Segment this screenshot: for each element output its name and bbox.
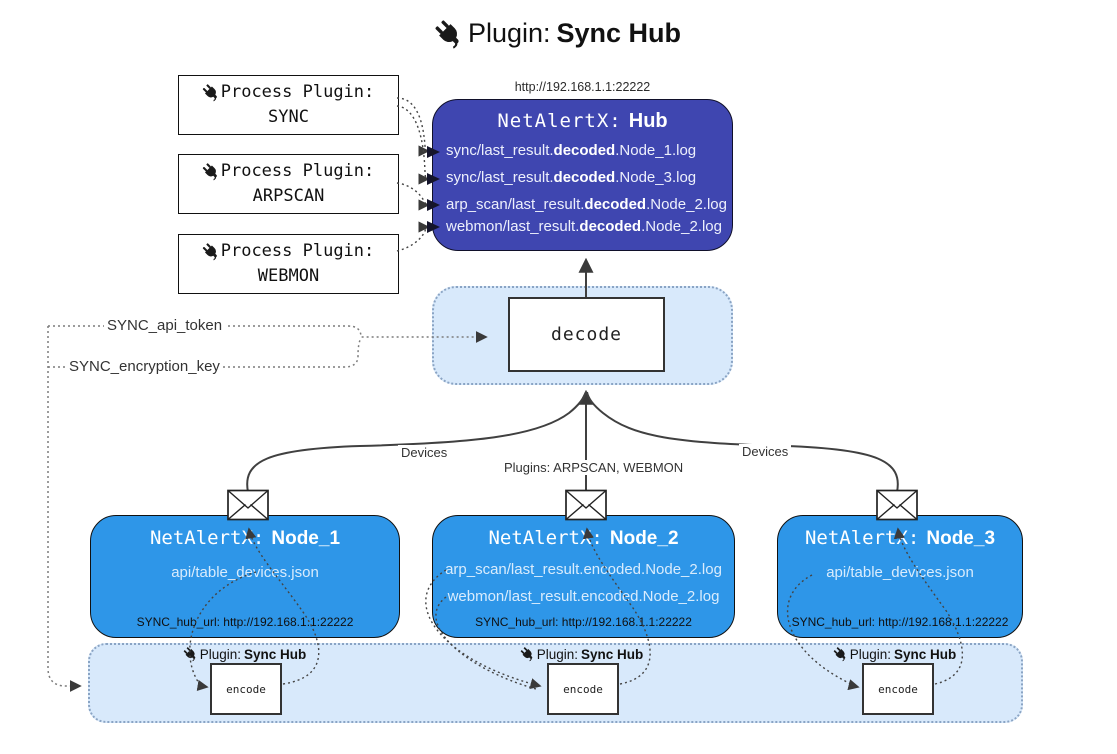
- edge-sync-plugin-to-log2: [396, 105, 430, 185]
- hub-url-label: http://192.168.1.1:22222: [514, 80, 651, 94]
- edge-node3-to-decode: [586, 391, 899, 493]
- process-plugin-arpscan: Process Plugin: ARPSCAN: [178, 154, 399, 214]
- process-plugin-name: ARPSCAN: [252, 186, 325, 206]
- node-3-hub-url: SYNC_hub_url: http://192.168.1.1:22222: [791, 615, 1009, 629]
- process-plugin-title: Process Plugin:: [220, 82, 375, 102]
- process-plugin-name: WEBMON: [257, 266, 320, 286]
- edge-sync-plugin-to-log1: [396, 97, 430, 157]
- hub-log-line: webmon/last_result.decoded.Node_2.log: [446, 218, 722, 235]
- process-plugin-title: Process Plugin:: [220, 161, 375, 181]
- encode-box-3: encode: [862, 663, 934, 715]
- node-1-hub-url: SYNC_hub_url: http://192.168.1.1:22222: [136, 615, 354, 629]
- page-title-prefix: Plugin:: [467, 18, 551, 48]
- decode-box: decode: [508, 297, 665, 372]
- node-3-file: api/table_devices.json: [826, 564, 974, 581]
- edge-arpscan-plugin-to-log3: [396, 182, 430, 211]
- encode-box-2: encode: [547, 663, 619, 715]
- plug-icon: [430, 14, 468, 52]
- encode-plugin-label: Plugin:Sync Hub: [185, 645, 306, 663]
- node-3-title: NetAlertX:Node_3: [804, 527, 996, 549]
- hub-log-line: sync/last_result.decoded.Node_3.log: [446, 169, 697, 186]
- edge-label-devices-left: Devices: [398, 445, 451, 460]
- encode-plugin-label: Plugin:Sync Hub: [522, 645, 643, 663]
- hub-log-line: arp_scan/last_result.decoded.Node_2.log: [446, 196, 727, 213]
- hub-log-line: sync/last_result.decoded.Node_1.log: [446, 142, 697, 159]
- plug-icon: [199, 81, 222, 104]
- plug-icon: [199, 240, 222, 263]
- node-2-hub-url: SYNC_hub_url: http://192.168.1.1:22222: [475, 615, 692, 629]
- hub-box: [432, 99, 733, 251]
- node-2-file: arp_scan/last_result.encoded.Node_2.log: [445, 561, 722, 578]
- node-1-file: api/table_devices.json: [171, 564, 319, 581]
- process-plugin-title: Process Plugin:: [220, 241, 375, 261]
- edge-secrets-to-encode-panel: [47, 326, 82, 692]
- page-title: Plugin: Sync Hub: [0, 18, 1117, 49]
- api-token-label: SYNC_api_token: [104, 317, 226, 334]
- edge-node1-to-decode: [246, 391, 587, 493]
- edge-label-devices-right: Devices: [739, 444, 792, 459]
- encode-box-1: encode: [210, 663, 282, 715]
- node-1-title: NetAlertX:Node_1: [149, 527, 341, 549]
- plug-icon: [199, 160, 222, 183]
- page-title-name: Sync Hub: [556, 18, 682, 48]
- encryption-key-label: SYNC_encryption_key: [66, 358, 223, 375]
- edge-webmon-plugin-to-log4: [396, 221, 430, 252]
- node-2-title: NetAlertX:Node_2: [488, 527, 679, 549]
- process-plugin-name: SYNC: [268, 107, 309, 127]
- process-plugin-webmon: Process Plugin: WEBMON: [178, 234, 399, 294]
- edge-label-plugins: Plugins: ARPSCAN, WEBMON: [501, 460, 687, 475]
- hub-title-name: Hub: [628, 110, 668, 132]
- encode-plugin-label: Plugin:Sync Hub: [835, 645, 956, 663]
- hub-title: NetAlertX: Hub: [432, 110, 733, 133]
- node-2-file: webmon/last_result.encoded.Node_2.log: [447, 588, 720, 605]
- hub-title-prefix: NetAlertX:: [497, 110, 622, 132]
- process-plugin-sync: Process Plugin: SYNC: [178, 75, 399, 135]
